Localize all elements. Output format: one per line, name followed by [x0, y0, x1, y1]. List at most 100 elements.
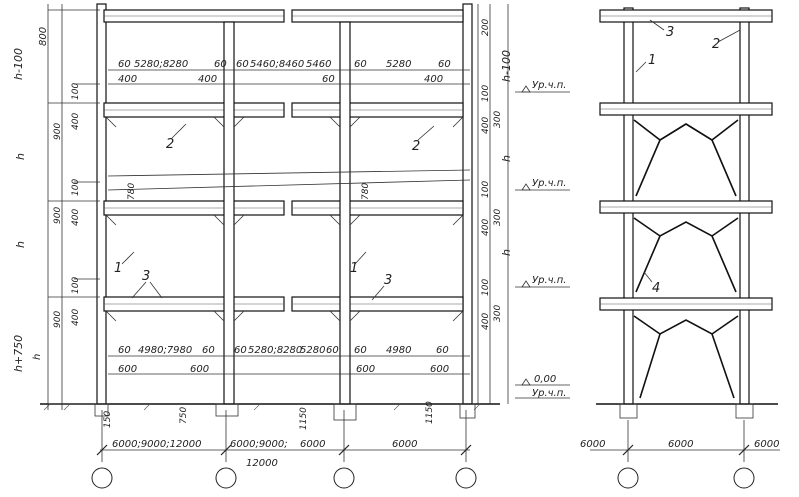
- callout-1-left: 1: [114, 261, 122, 276]
- dim-100-3: 100: [71, 277, 81, 294]
- top-b1-span: 5280;8280: [134, 59, 188, 70]
- top-b3-left: 60: [354, 59, 367, 70]
- right-callout-2: 2: [712, 37, 720, 52]
- dim-h-2: h: [14, 241, 27, 248]
- dim-r-h-100: h-100: [500, 50, 513, 82]
- left-frame-section: 800 h-100 100 900 400 h 100 900 400 h 10…: [12, 3, 570, 489]
- dim-400-1: 400: [71, 113, 81, 130]
- dim-r-300-2: 300: [493, 209, 503, 226]
- level-mark-1: Ур.ч.п.: [532, 80, 566, 91]
- right-axis-span-1: 6000: [580, 439, 605, 450]
- bot-b3-right: 60: [436, 345, 449, 356]
- dim-r-300-3: 300: [493, 305, 503, 322]
- bottom-bay-dim-lines: [108, 355, 470, 375]
- top-b2-left: 60: [236, 59, 249, 70]
- axis-circle-1: [91, 467, 113, 489]
- bot-b2-off: 600: [356, 364, 375, 375]
- top-b2-span2: 5460: [306, 59, 331, 70]
- axis-span-line: [96, 410, 472, 462]
- top-b1-off-left: 400: [118, 74, 137, 85]
- bot-b1-off-right: 600: [190, 364, 209, 375]
- dim-h-100: h-100: [12, 48, 25, 80]
- dim-r-100-3: 100: [481, 279, 491, 296]
- level-mark-4: Ур.ч.п.: [532, 388, 566, 399]
- bot-b2-left: 60: [234, 345, 247, 356]
- axis-markers: [91, 467, 477, 489]
- dim-h-plus-750: h+750: [12, 335, 25, 372]
- right-frame-section: 3 2 1 4 6000 6000 6000: [580, 7, 780, 489]
- dim-900-3: 900: [53, 311, 63, 328]
- axis-span-2: 6000;9000;: [230, 439, 288, 450]
- axis-span-4: 6000: [300, 439, 325, 450]
- outer-column-right: [462, 3, 473, 405]
- found-dim-750: 750: [179, 407, 189, 424]
- found-dim-1150-left: 1150: [299, 407, 309, 430]
- right-axis-span-2: 6000: [668, 439, 693, 450]
- level-marks: [515, 85, 570, 399]
- top-b2-span: 5460;8460: [250, 59, 304, 70]
- bot-b1-right: 60: [202, 345, 215, 356]
- dim-r-400-1: 400: [481, 117, 491, 134]
- dim-r-h-2: h: [500, 249, 513, 256]
- roof-slab: [103, 9, 464, 23]
- foundations: [94, 403, 476, 421]
- dim-r-400-2: 400: [481, 219, 491, 236]
- dim-r-100-2: 100: [481, 181, 491, 198]
- dim-r-300-1: 300: [493, 111, 503, 128]
- bot-b1-left: 60: [118, 345, 131, 356]
- found-dim-150: 150: [103, 411, 113, 428]
- right-axis-circle-1: [617, 467, 639, 489]
- callout-3-left: 3: [142, 269, 150, 284]
- top-b1-left: 60: [118, 59, 131, 70]
- axis-circle-2: [215, 467, 237, 489]
- left-dimension-chain: [47, 4, 100, 410]
- callout-leaders: [121, 123, 435, 301]
- callout-1-right: 1: [350, 261, 358, 276]
- callout-2-left: 2: [166, 137, 174, 152]
- floor-slab-3: [103, 296, 464, 312]
- level-mark-2: Ур.ч.п.: [532, 178, 566, 189]
- dim-400-2: 400: [71, 209, 81, 226]
- dim-900-2: 900: [53, 207, 63, 224]
- dim-900-1: 900: [53, 123, 63, 140]
- axis-span-5: 6000: [392, 439, 417, 450]
- bot-b1-span: 4980;7980: [138, 345, 192, 356]
- right-dimension-chain: [477, 4, 509, 404]
- level-mark-zero: 0,00: [534, 374, 556, 385]
- dim-400-3: 400: [71, 309, 81, 326]
- top-b3-span: 5280: [386, 59, 411, 70]
- brace-floor-3: [633, 315, 739, 399]
- found-dim-1150-right: 1150: [425, 401, 435, 424]
- right-axis-span-3: 6000: [754, 439, 779, 450]
- top-b1-right: 60: [214, 59, 227, 70]
- bot-b2-span: 5280;8280: [248, 345, 302, 356]
- dim-r-400-3: 400: [481, 313, 491, 330]
- dim-r-100-1: 100: [481, 85, 491, 102]
- axis-circle-4: [455, 467, 477, 489]
- bot-b3-left: 60: [354, 345, 367, 356]
- dim-780-left: 780: [127, 183, 137, 200]
- axis-span-1: 6000;9000;12000: [112, 439, 201, 450]
- brace-floor-2: [633, 217, 739, 293]
- bot-b2-right: 60: [326, 345, 339, 356]
- top-b1-off-right: 400: [198, 74, 217, 85]
- top-b3-right: 60: [438, 59, 451, 70]
- brace-floor-1: [633, 119, 739, 197]
- dim-800: 800: [38, 27, 49, 46]
- right-callout-3: 3: [666, 25, 674, 40]
- dim-r-200: 200: [481, 19, 491, 36]
- right-callout-4: 4: [652, 281, 660, 296]
- axis-circle-3: [333, 467, 355, 489]
- right-callout-1: 1: [648, 53, 656, 68]
- callout-2-right: 2: [412, 139, 420, 154]
- floor-slab-1: [103, 102, 464, 118]
- dim-r-h-1: h: [500, 155, 513, 162]
- top-b2-off: 60: [322, 74, 335, 85]
- dim-100-1: 100: [71, 83, 81, 100]
- bot-b3-off: 600: [430, 364, 449, 375]
- bot-b3-span: 4980: [386, 345, 411, 356]
- dim-h-inner: h: [32, 354, 43, 360]
- dim-100-2: 100: [71, 179, 81, 196]
- top-b3-off: 400: [424, 74, 443, 85]
